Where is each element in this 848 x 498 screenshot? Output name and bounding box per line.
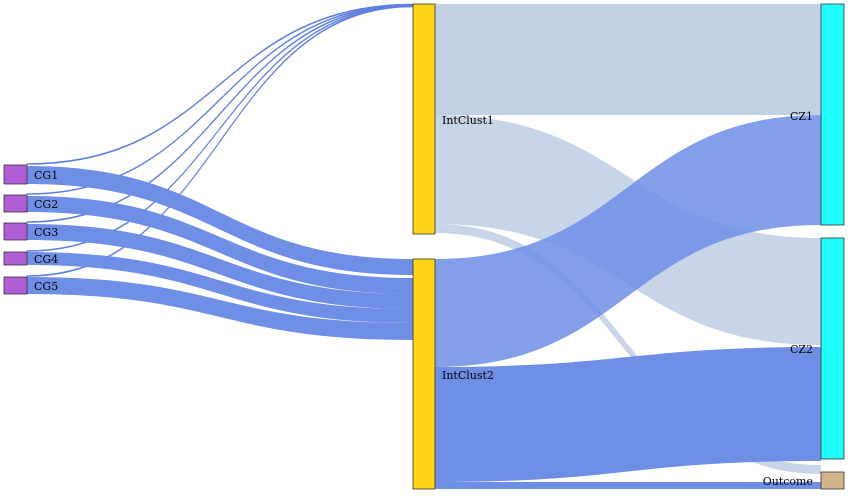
link-cg4-to-intclust2[interactable]	[27, 252, 413, 323]
node-cg1[interactable]	[3, 164, 28, 185]
links-layer	[26, 3, 821, 489]
node-label-outcome: Outcome	[763, 475, 813, 488]
node-label-intclust1: IntClust1	[442, 114, 494, 127]
link-intclust2-to-cz2[interactable]	[435, 347, 821, 482]
link-cg2-to-intclust1[interactable]	[26, 4, 414, 195]
link-intclust2-to-outcome[interactable]	[435, 482, 821, 489]
node-label-cg5: CG5	[34, 280, 58, 293]
node-outcome[interactable]	[820, 471, 845, 490]
node-cz1[interactable]	[820, 3, 845, 226]
node-label-cz2: CZ2	[790, 343, 813, 356]
node-intclust2[interactable]	[412, 258, 436, 490]
nodes-layer	[3, 3, 845, 490]
node-label-cg1: CG1	[34, 169, 58, 182]
link-cg3-to-intclust1[interactable]	[26, 4, 414, 223]
link-intclust1-to-outcome[interactable]	[435, 224, 821, 474]
node-label-cg4: CG4	[34, 253, 58, 266]
node-cg3[interactable]	[3, 222, 28, 241]
link-cg1-to-intclust2[interactable]	[27, 166, 413, 275]
node-label-cz1: CZ1	[790, 110, 813, 123]
link-cg3-to-intclust2[interactable]	[27, 224, 413, 309]
link-cg2-to-intclust2[interactable]	[27, 196, 413, 294]
link-intclust1-to-cz1[interactable]	[435, 4, 821, 115]
node-cg5[interactable]	[3, 276, 28, 295]
node-label-intclust2: IntClust2	[442, 369, 494, 382]
link-cg5-to-intclust2[interactable]	[27, 277, 413, 340]
node-label-cg3: CG3	[34, 226, 58, 239]
node-intclust1[interactable]	[412, 3, 436, 235]
link-intclust2-to-cz1[interactable]	[435, 115, 821, 367]
node-cg2[interactable]	[3, 194, 28, 213]
node-label-cg2: CG2	[34, 198, 58, 211]
node-cz2[interactable]	[820, 237, 845, 460]
node-cg4[interactable]	[3, 251, 28, 266]
